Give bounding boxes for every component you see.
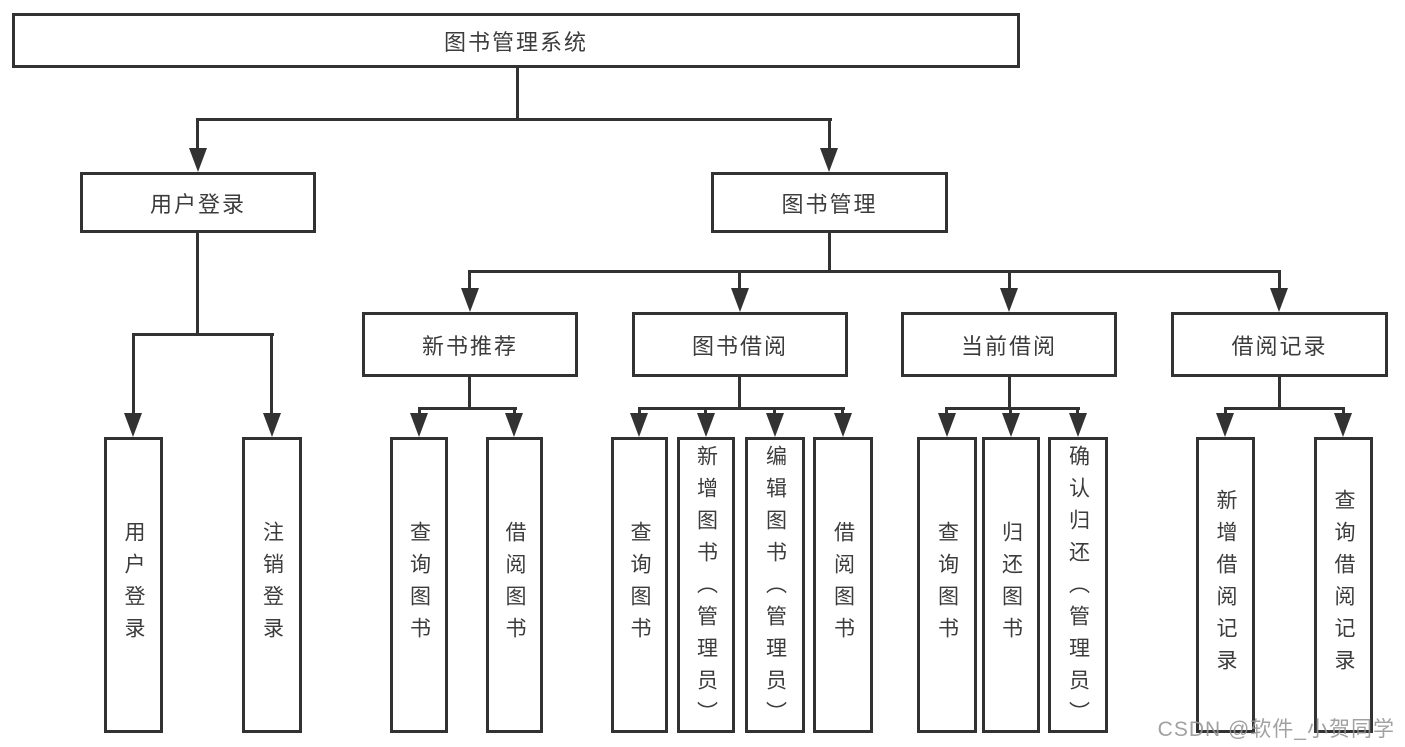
- leaf-borrow-books-recommend: 借阅图书: [486, 437, 543, 733]
- node-borrow-records-label: 借阅记录: [1231, 333, 1328, 359]
- connector-line: [516, 68, 519, 120]
- node-book-borrow: 图书借阅: [632, 312, 848, 377]
- leaf-edit-books-admin: 编辑图书（管理员）: [745, 437, 805, 733]
- connector-line: [704, 407, 707, 417]
- leaf-return-books: 归还图书: [982, 437, 1040, 733]
- connector-line: [773, 407, 776, 417]
- arrow-down-icon: [766, 413, 784, 437]
- arrow-down-icon: [461, 288, 479, 312]
- leaf-borrow-books: 借阅图书: [813, 437, 873, 733]
- arrow-down-icon: [410, 413, 428, 437]
- leaf-query-borrow-record: 查询借阅记录: [1314, 437, 1373, 733]
- node-root-label: 图书管理系统: [443, 29, 588, 55]
- leaf-query-books-recommend: 查询图书: [390, 437, 448, 733]
- connector-line: [1009, 407, 1012, 417]
- arrow-down-icon: [1069, 413, 1087, 437]
- connector-line: [468, 270, 471, 290]
- arrow-down-icon: [263, 413, 281, 437]
- connector-line: [1278, 377, 1281, 409]
- leaf-confirm-return-admin: 确认归还（管理员）: [1048, 437, 1108, 733]
- node-user-login: 用户登录: [80, 172, 316, 233]
- arrow-down-icon: [1270, 288, 1288, 312]
- connector-line: [270, 333, 273, 413]
- connector-line: [196, 233, 199, 335]
- arrow-down-icon: [820, 148, 838, 172]
- connector-line: [638, 407, 845, 410]
- connector-line: [418, 407, 517, 410]
- connector-line: [513, 407, 516, 417]
- connector-line: [1342, 407, 1345, 417]
- csdn-watermark: CSDN @软件_小贺同学: [1157, 718, 1395, 741]
- arrow-down-icon: [1334, 413, 1352, 437]
- connector-line: [132, 333, 274, 336]
- arrow-down-icon: [731, 288, 749, 312]
- connector-line: [196, 118, 199, 150]
- leaf-add-books-admin: 新增图书（管理员）: [677, 437, 735, 733]
- connector-line: [1008, 377, 1011, 409]
- connector-line: [1224, 407, 1227, 417]
- connector-line: [841, 407, 844, 417]
- connector-line: [132, 333, 135, 413]
- connector-line: [1278, 270, 1281, 290]
- arrow-down-icon: [1002, 413, 1020, 437]
- connector-line: [738, 270, 741, 290]
- node-book-management-label: 图书管理: [781, 191, 878, 217]
- arrow-down-icon: [938, 413, 956, 437]
- node-user-login-label: 用户登录: [149, 191, 246, 217]
- node-current-borrow-label: 当前借阅: [960, 333, 1057, 359]
- leaf-query-books-current: 查询图书: [917, 437, 977, 733]
- leaf-query-books-borrow: 查询图书: [611, 437, 668, 733]
- leaf-logout: 注销登录: [242, 437, 302, 733]
- connector-line: [828, 118, 831, 150]
- arrow-down-icon: [189, 148, 207, 172]
- connector-line: [1076, 407, 1079, 417]
- connector-line: [638, 407, 641, 417]
- connector-line: [1008, 270, 1011, 290]
- leaf-user-login: 用户登录: [104, 437, 163, 733]
- connector-line: [945, 407, 1080, 410]
- arrow-down-icon: [124, 413, 142, 437]
- arrow-down-icon: [1000, 288, 1018, 312]
- node-book-borrow-label: 图书借阅: [691, 333, 788, 359]
- arrow-down-icon: [697, 413, 715, 437]
- node-root: 图书管理系统: [12, 13, 1020, 68]
- connector-line: [468, 377, 471, 409]
- connector-line: [945, 407, 948, 417]
- leaf-add-borrow-record: 新增借阅记录: [1196, 437, 1255, 733]
- node-book-management: 图书管理: [711, 172, 948, 233]
- node-new-book-recommend: 新书推荐: [362, 312, 578, 377]
- node-new-book-recommend-label: 新书推荐: [421, 333, 518, 359]
- node-current-borrow: 当前借阅: [901, 312, 1117, 377]
- connector-line: [1224, 407, 1345, 410]
- arrow-down-icon: [505, 413, 523, 437]
- connector-line: [468, 270, 1281, 273]
- arrow-down-icon: [630, 413, 648, 437]
- connector-line: [196, 118, 832, 121]
- connector-line: [738, 377, 741, 409]
- connector-line: [418, 407, 421, 417]
- connector-line: [828, 233, 831, 272]
- arrow-down-icon: [1216, 413, 1234, 437]
- arrow-down-icon: [834, 413, 852, 437]
- node-borrow-records: 借阅记录: [1171, 312, 1388, 377]
